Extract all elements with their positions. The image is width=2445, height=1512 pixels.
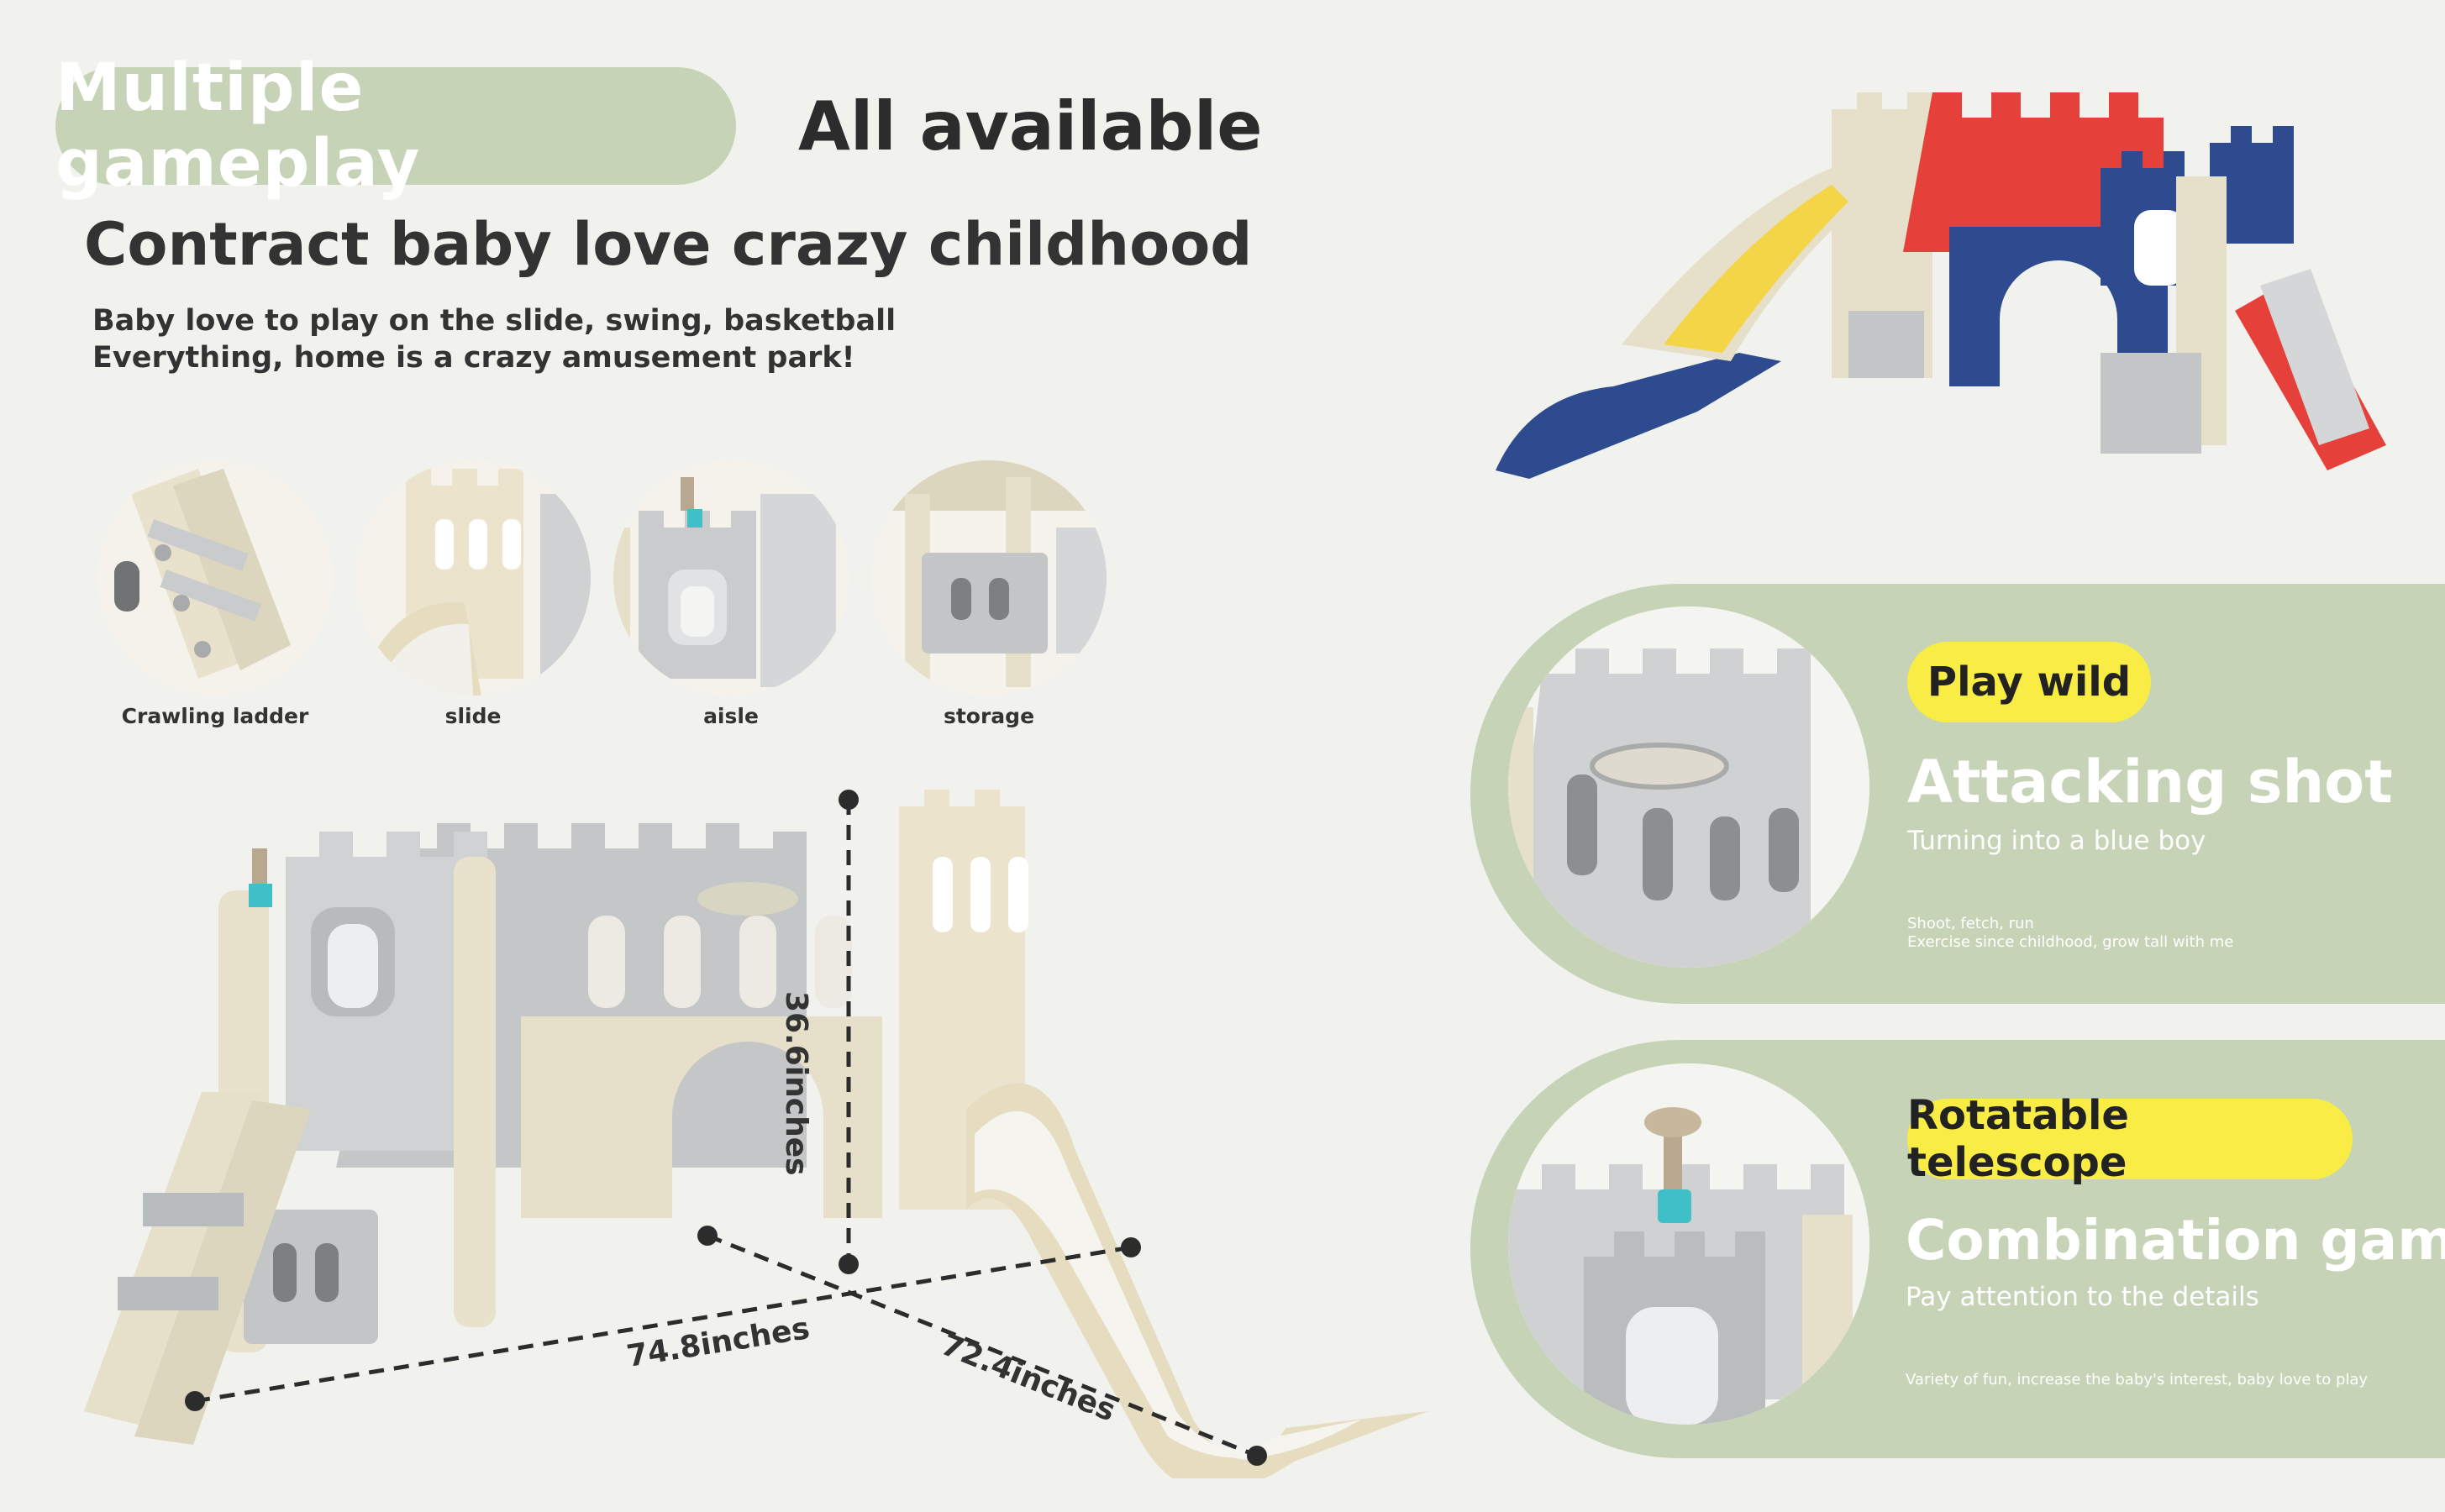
combination-game-note: Variety of fun, increase the baby's inte… [1906, 1371, 2369, 1389]
feature-label-ladder: Crawling ladder [121, 704, 309, 728]
colorful-playset-image [1496, 92, 2386, 479]
storage-detail-image [871, 460, 1107, 696]
slide-detail-image [355, 460, 591, 696]
aisle-detail-image [613, 460, 849, 696]
description-line-1: Baby love to play on the slide, swing, b… [92, 304, 896, 338]
attacking-shot-note-2: Exercise since childhood, grow tall with… [1907, 933, 2234, 951]
telescope-detail-image [1508, 1063, 1869, 1425]
play-wild-pill-text: Play wild [1927, 659, 2132, 706]
play-wild-pill: Play wild [1907, 642, 2151, 722]
attacking-shot-subtitle: Turning into a blue boy [1907, 826, 2206, 856]
feature-label-storage: storage [943, 704, 1035, 728]
combination-game-title: Combination game [1906, 1208, 2445, 1273]
telescope-pill-text: Rotatable telescope [1907, 1092, 2129, 1186]
combination-game-subtitle: Pay attention to the details [1906, 1282, 2259, 1312]
all-available-heading: All available [798, 87, 1263, 165]
ladder-detail-image [97, 460, 333, 696]
telescope-pill: Rotatable telescope [1907, 1092, 2353, 1186]
description-line-2: Everything, home is a crazy amusement pa… [92, 341, 855, 375]
headline: Contract baby love crazy childhood [84, 210, 1253, 279]
main-playset-image [84, 790, 1428, 1478]
feature-label-aisle: aisle [703, 704, 759, 728]
height-dimension: 36.6inches [779, 991, 813, 1176]
basketball-detail-image [1508, 606, 1869, 968]
gameplay-pill-text: Multiple gameplay [55, 50, 421, 202]
attacking-shot-note-1: Shoot, fetch, run [1907, 915, 2034, 932]
attacking-shot-title: Attacking shot [1907, 748, 2393, 816]
gameplay-pill: Multiple gameplay [55, 50, 736, 202]
feature-label-slide: slide [444, 704, 502, 728]
